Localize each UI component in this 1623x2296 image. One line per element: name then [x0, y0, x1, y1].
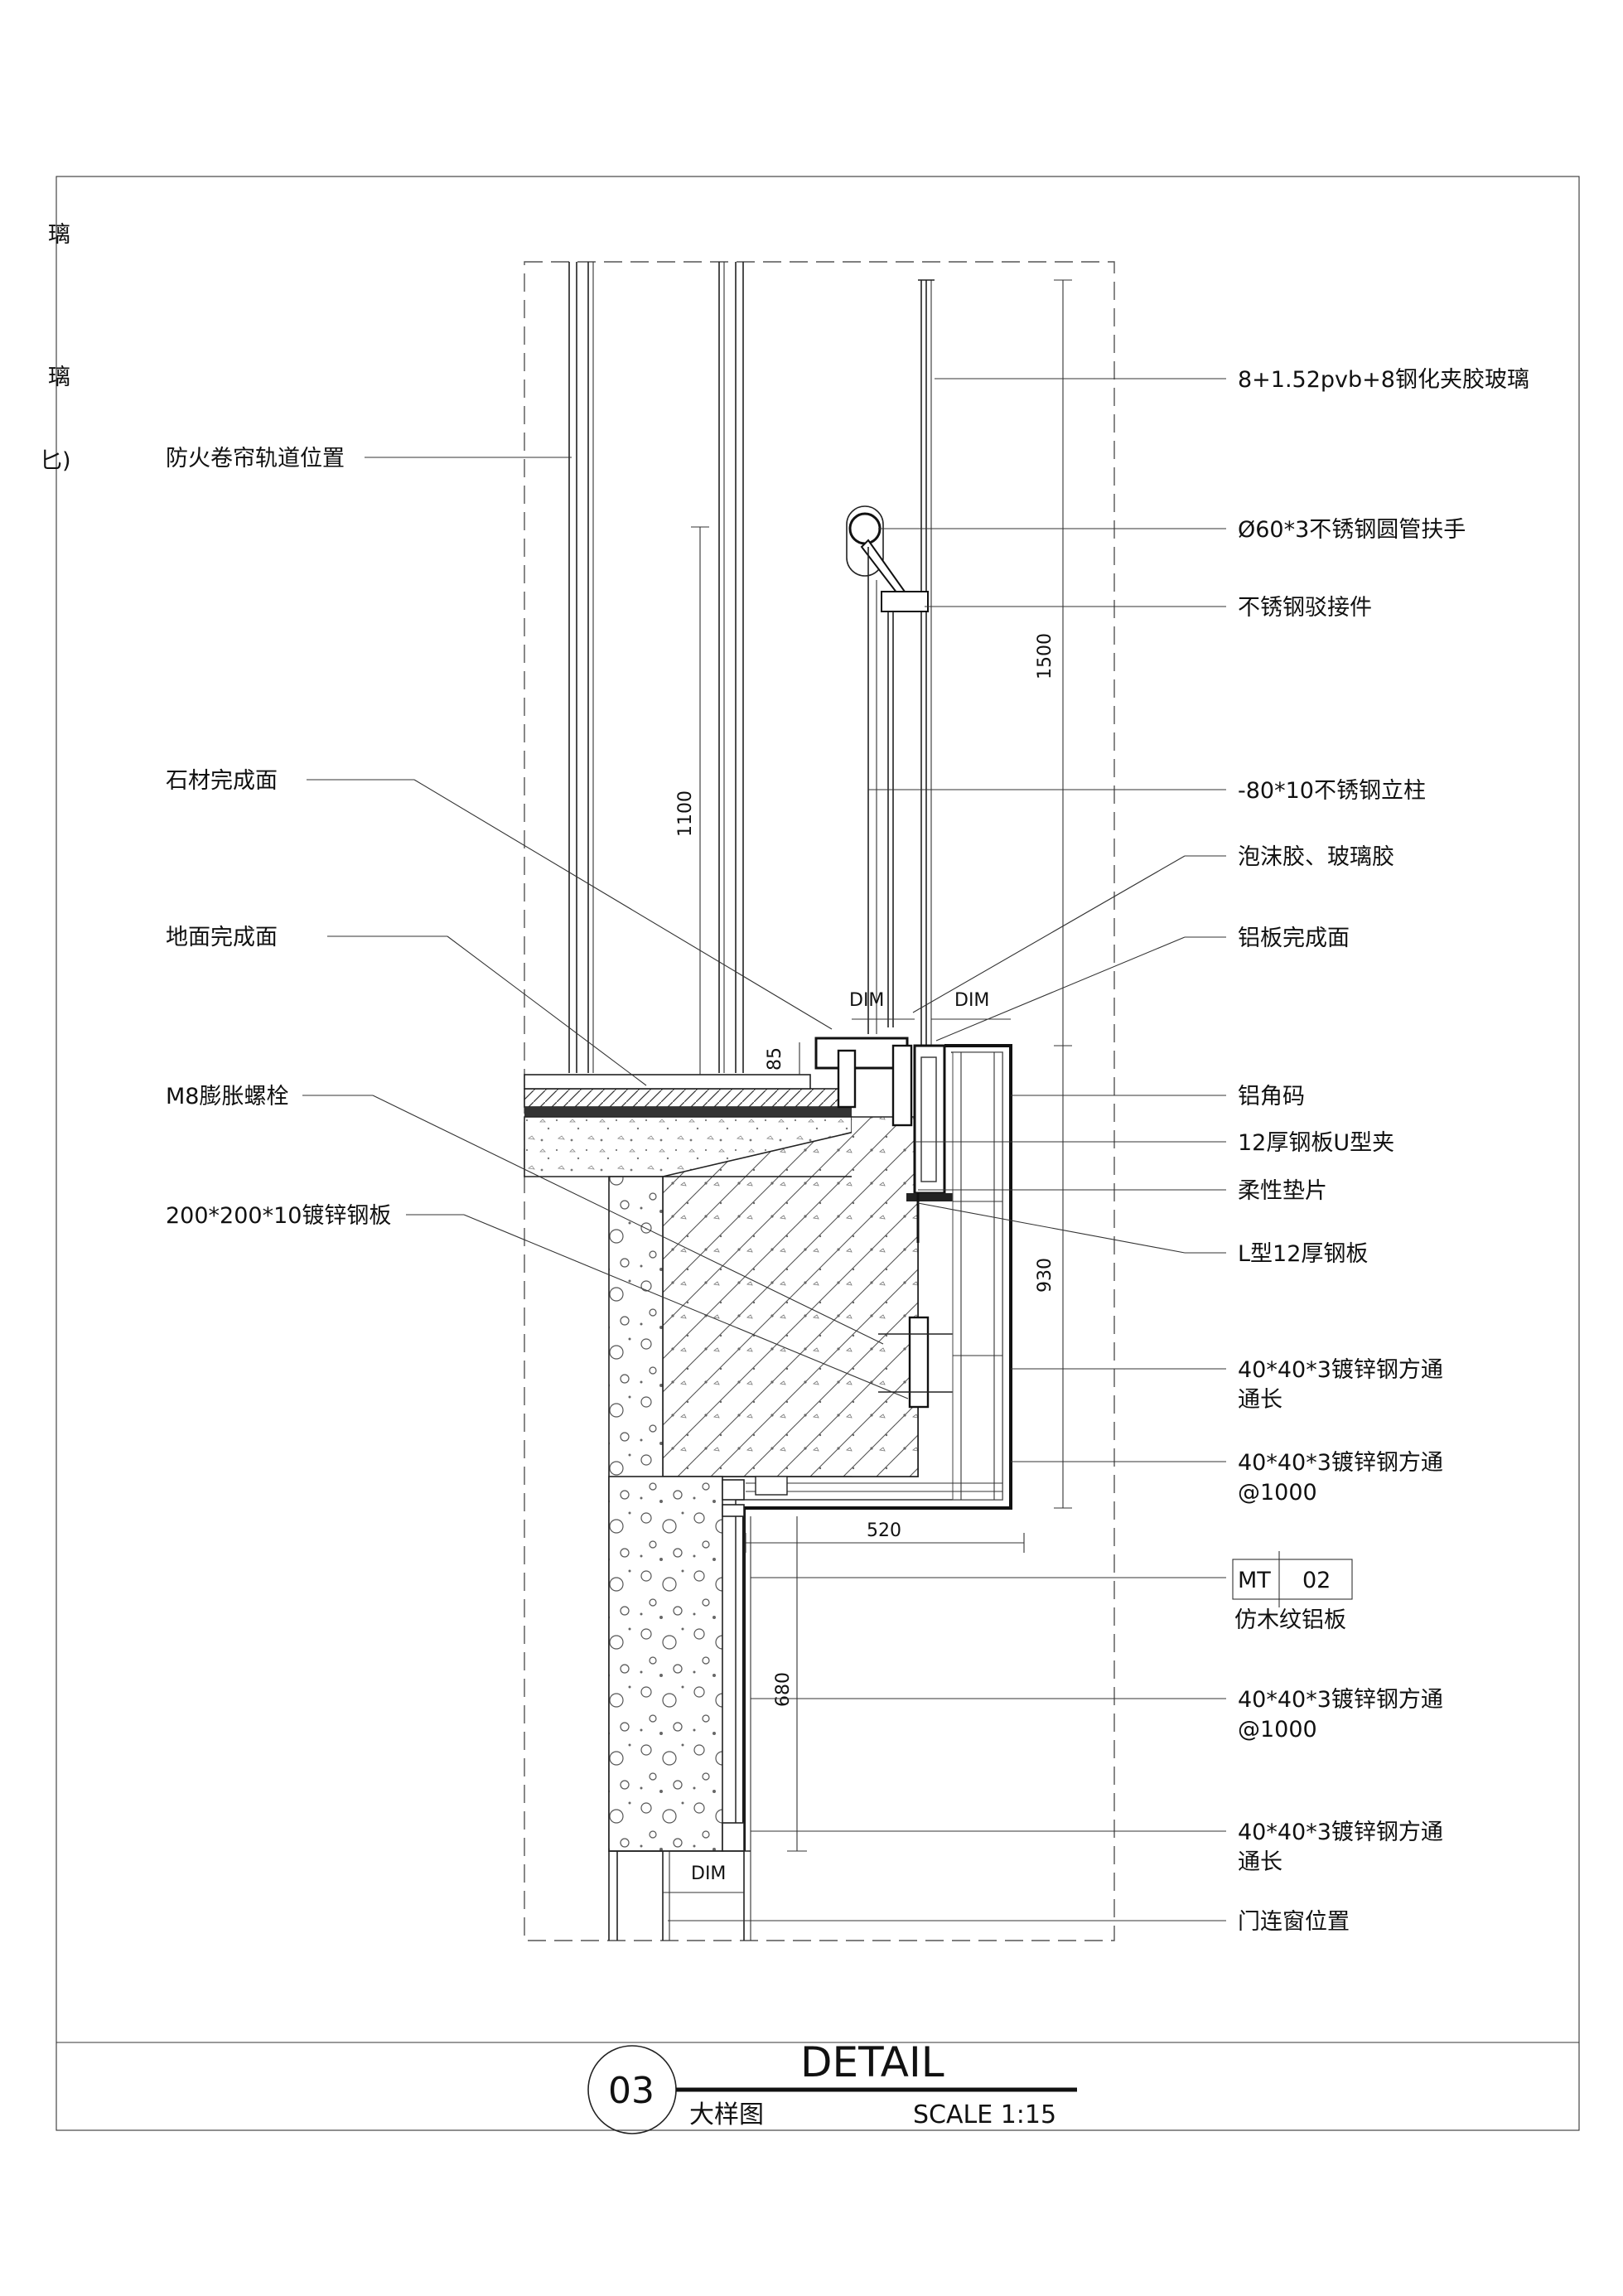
- dim-680: 680: [773, 1672, 794, 1707]
- leaders-right: [668, 378, 1226, 1921]
- dim-930: 930: [1035, 1258, 1055, 1293]
- dim-85: 85: [765, 1047, 785, 1071]
- label-door-window: 门连窗位置: [1238, 1909, 1350, 1935]
- drawing-subtitle: 大样图: [689, 2100, 764, 2129]
- label-tube-4: 40*40*3镀锌钢方通: [1238, 1820, 1443, 1845]
- title-block: [587, 2045, 1077, 2134]
- label-aluminium-finish: 铝板完成面: [1238, 926, 1350, 951]
- door-window-frame: [608, 1850, 751, 1941]
- label-tube-2: 40*40*3镀锌钢方通: [1238, 1450, 1443, 1476]
- edge-fragment-2: 璃: [48, 365, 70, 390]
- label-post: -80*10不锈钢立柱: [1238, 778, 1426, 804]
- label-fire-shutter-track: 防火卷帘轨道位置: [166, 446, 345, 471]
- label-gasket: 柔性垫片: [1238, 1178, 1327, 1204]
- label-tube-4-sub: 通长: [1238, 1849, 1282, 1875]
- drawing-number: 03: [608, 2070, 655, 2112]
- label-tube-1: 40*40*3镀锌钢方通: [1238, 1357, 1443, 1383]
- stainless-post: [867, 547, 877, 1034]
- label-tube-2-sub: @1000: [1238, 1480, 1317, 1506]
- label-tube-3: 40*40*3镀锌钢方通: [1238, 1687, 1443, 1713]
- glass-balustrade: [918, 279, 935, 1069]
- label-floor-finish: 地面完成面: [166, 925, 278, 950]
- dimension-lines: [663, 279, 1072, 1893]
- stone-coping: [814, 1037, 913, 1127]
- floor-finish: [524, 1074, 853, 1117]
- dim-520: 520: [867, 1520, 901, 1541]
- label-aluminium-angle: 铝角码: [1238, 1084, 1305, 1109]
- material-tag: [1232, 1551, 1353, 1607]
- label-sealant: 泡沫胶、玻璃胶: [1238, 844, 1394, 870]
- label-galvanized-plate: 200*200*10镀锌钢板: [166, 1203, 391, 1229]
- material-code: MT: [1238, 1568, 1271, 1593]
- lower-wall-cladding: [722, 1504, 751, 1852]
- label-u-clip: 12厚钢板U型夹: [1238, 1130, 1394, 1156]
- label-connector: 不锈钢驳接件: [1238, 595, 1372, 621]
- label-laminated-glass: 8+1.52pvb+8钢化夹胶玻璃: [1238, 367, 1529, 393]
- label-tube-3-sub: @1000: [1238, 1717, 1317, 1743]
- material-number: 02: [1302, 1568, 1331, 1593]
- dim-a: DIM: [849, 990, 884, 1011]
- label-expansion-bolt: M8膨胀螺栓: [166, 1084, 288, 1109]
- leaders-left: [302, 457, 909, 1399]
- drawing-title: DETAIL: [800, 2038, 944, 2086]
- dim-1500: 1500: [1035, 633, 1055, 679]
- rubble-wall-lower: [608, 1476, 723, 1852]
- fire-shutter-track: [568, 262, 744, 1073]
- label-l-plate: L型12厚钢板: [1238, 1241, 1368, 1267]
- label-tube-1-sub: 通长: [1238, 1387, 1282, 1413]
- dim-c: DIM: [691, 1863, 726, 1884]
- sheet-border: [56, 176, 1580, 2131]
- edge-fragment-1: 璃: [48, 222, 70, 248]
- material-name: 仿木纹铝板: [1234, 1607, 1346, 1633]
- drawing-scale: SCALE 1:15: [913, 2100, 1056, 2129]
- dim-1100: 1100: [675, 790, 696, 837]
- label-stone-finish: 石材完成面: [166, 768, 278, 794]
- edge-fragment-3: 匕): [40, 448, 71, 474]
- dim-b: DIM: [954, 990, 989, 1011]
- handrail: [846, 505, 929, 1027]
- label-handrail: Ø60*3不锈钢圆管扶手: [1238, 517, 1466, 543]
- steel-clip-assembly: [878, 1044, 954, 1409]
